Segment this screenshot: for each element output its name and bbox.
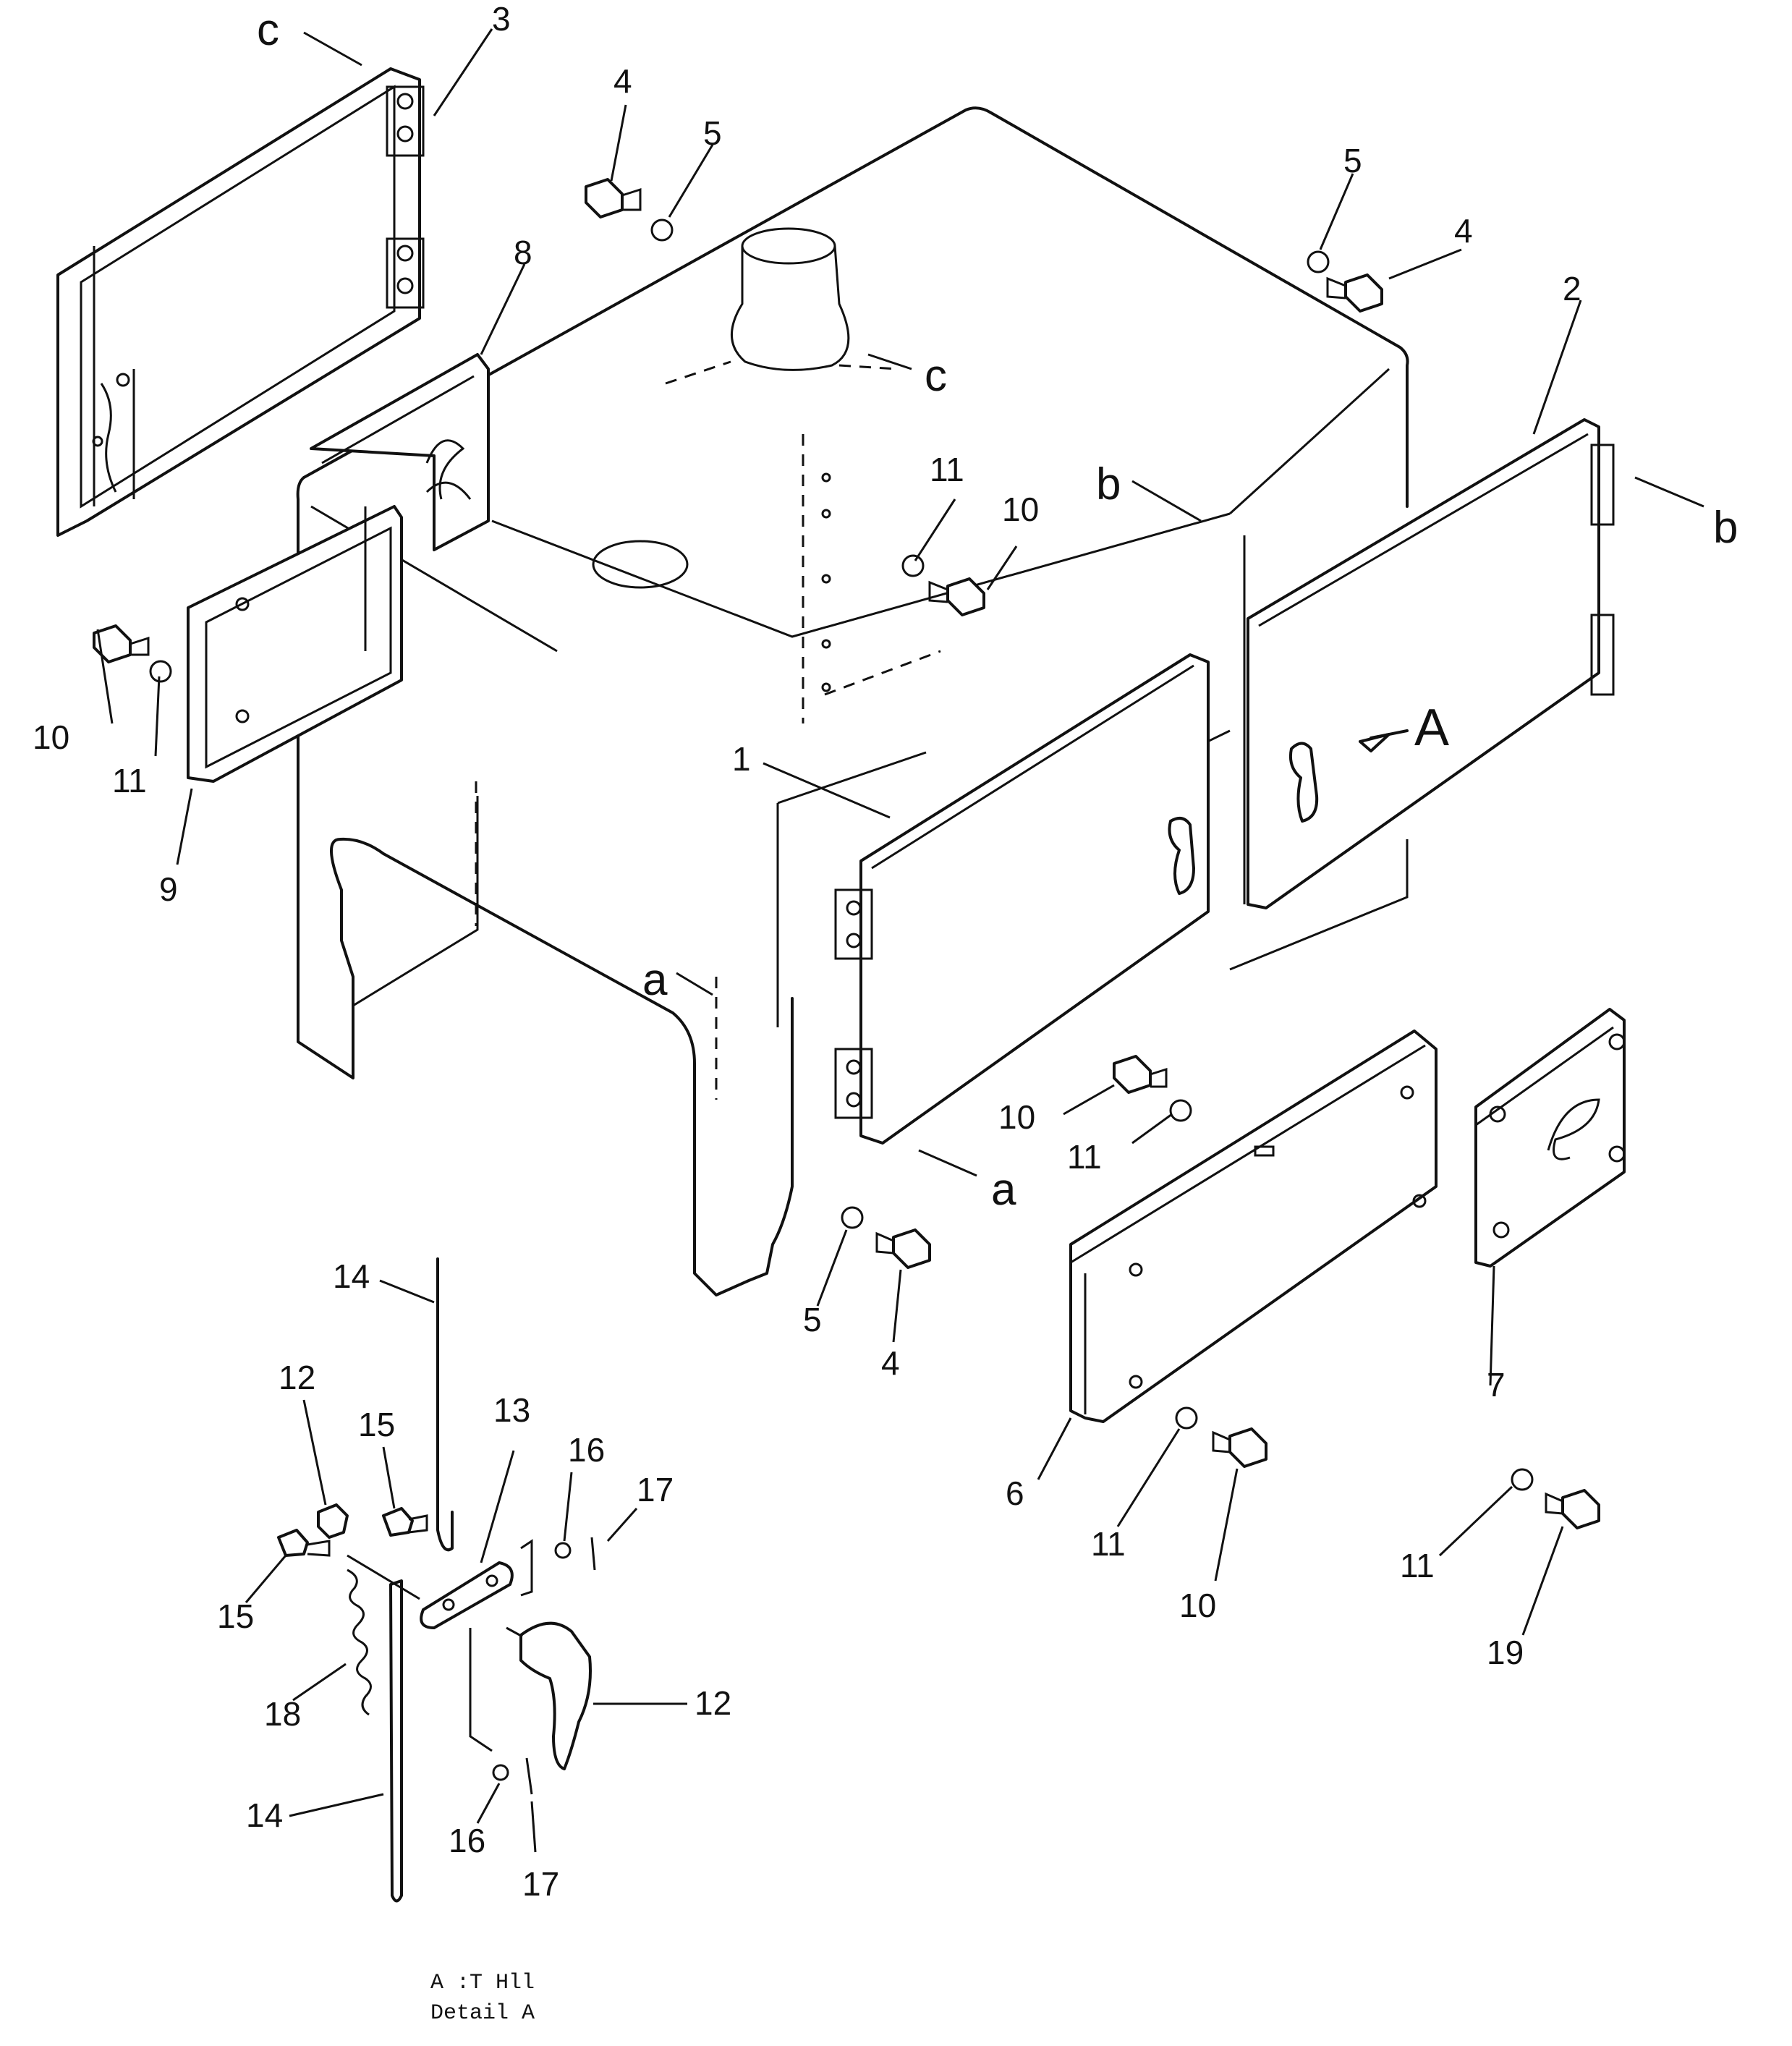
caption-line-1: A :T Hll — [430, 1971, 535, 1995]
label-14-bottom: 14 — [246, 1796, 283, 1834]
label-10-mid: 10 — [1002, 491, 1039, 528]
ref-c-mid: c — [925, 351, 947, 401]
ref-a-right: a — [991, 1165, 1016, 1215]
reference-letters: c c b b a a A — [257, 5, 1738, 1215]
label-9: 9 — [159, 870, 178, 908]
label-5-top: 5 — [703, 114, 722, 152]
label-14-top: 14 — [333, 1257, 370, 1295]
ref-c-top: c — [257, 5, 279, 55]
panel-6 — [1069, 1030, 1438, 1423]
label-1: 1 — [732, 740, 751, 778]
label-17-top: 17 — [637, 1471, 674, 1508]
door-2 — [1247, 418, 1615, 909]
label-5-lower: 5 — [803, 1301, 822, 1338]
label-4-top: 4 — [613, 62, 632, 100]
label-12-nut: 12 — [279, 1359, 315, 1396]
bolt-10-door — [1113, 1055, 1168, 1094]
label-13: 13 — [493, 1391, 530, 1429]
label-10-panel: 10 — [1179, 1587, 1216, 1624]
label-15-left: 15 — [217, 1597, 254, 1635]
label-16-bottom: 16 — [449, 1822, 485, 1859]
caption-line-2: Detail A — [430, 2001, 535, 2026]
bolt-10-mid — [928, 577, 985, 616]
ref-detail-A: A — [1414, 699, 1449, 757]
label-11-panel: 11 — [1091, 1525, 1126, 1563]
label-11-mid: 11 — [930, 451, 964, 488]
label-2: 2 — [1563, 270, 1581, 307]
bolt-10-left — [93, 624, 150, 663]
label-7: 7 — [1487, 1366, 1506, 1404]
bracket-8 — [310, 353, 490, 551]
label-5-right: 5 — [1343, 142, 1362, 179]
bolt-4-lower — [875, 1228, 931, 1269]
ref-b-left: b — [1096, 459, 1121, 509]
label-11-left: 11 — [112, 762, 147, 799]
hood-body — [296, 106, 1409, 1296]
label-4-right: 4 — [1454, 212, 1473, 250]
door-3 — [56, 67, 425, 537]
leader-lines — [96, 28, 1704, 1853]
bracket-7 — [1474, 1008, 1626, 1268]
label-11-right: 11 — [1400, 1547, 1435, 1584]
bolt-4-top — [585, 178, 642, 218]
bolt-19 — [1545, 1489, 1600, 1529]
bracket-9 — [187, 505, 403, 783]
label-4-lower: 4 — [881, 1344, 900, 1382]
part-labels: 1 2 3 4 4 4 5 5 5 6 7 8 9 10 10 10 10 11… — [33, 0, 1581, 1903]
label-12-handle: 12 — [695, 1684, 731, 1722]
detail-a-latch — [277, 1257, 596, 1903]
label-16-top: 16 — [568, 1431, 605, 1469]
label-17-bottom: 17 — [522, 1865, 559, 1903]
bolt-10-panel — [1212, 1427, 1267, 1468]
door-1 — [834, 653, 1210, 1145]
panel-holes — [821, 472, 831, 692]
label-10-left: 10 — [33, 718, 69, 756]
label-11-door: 11 — [1067, 1138, 1102, 1176]
label-6: 6 — [1006, 1474, 1024, 1512]
label-10-door: 10 — [998, 1098, 1035, 1136]
ref-b-right: b — [1713, 503, 1738, 553]
label-3: 3 — [492, 0, 511, 38]
fasteners — [93, 178, 1600, 1529]
label-18: 18 — [264, 1695, 301, 1733]
caption: A :T Hll Detail A — [430, 1971, 535, 2026]
label-8: 8 — [514, 234, 532, 271]
bolt-4-right — [1326, 273, 1383, 313]
label-19: 19 — [1487, 1634, 1524, 1671]
label-15-top: 15 — [358, 1406, 395, 1443]
ref-a-left: a — [642, 955, 668, 1005]
